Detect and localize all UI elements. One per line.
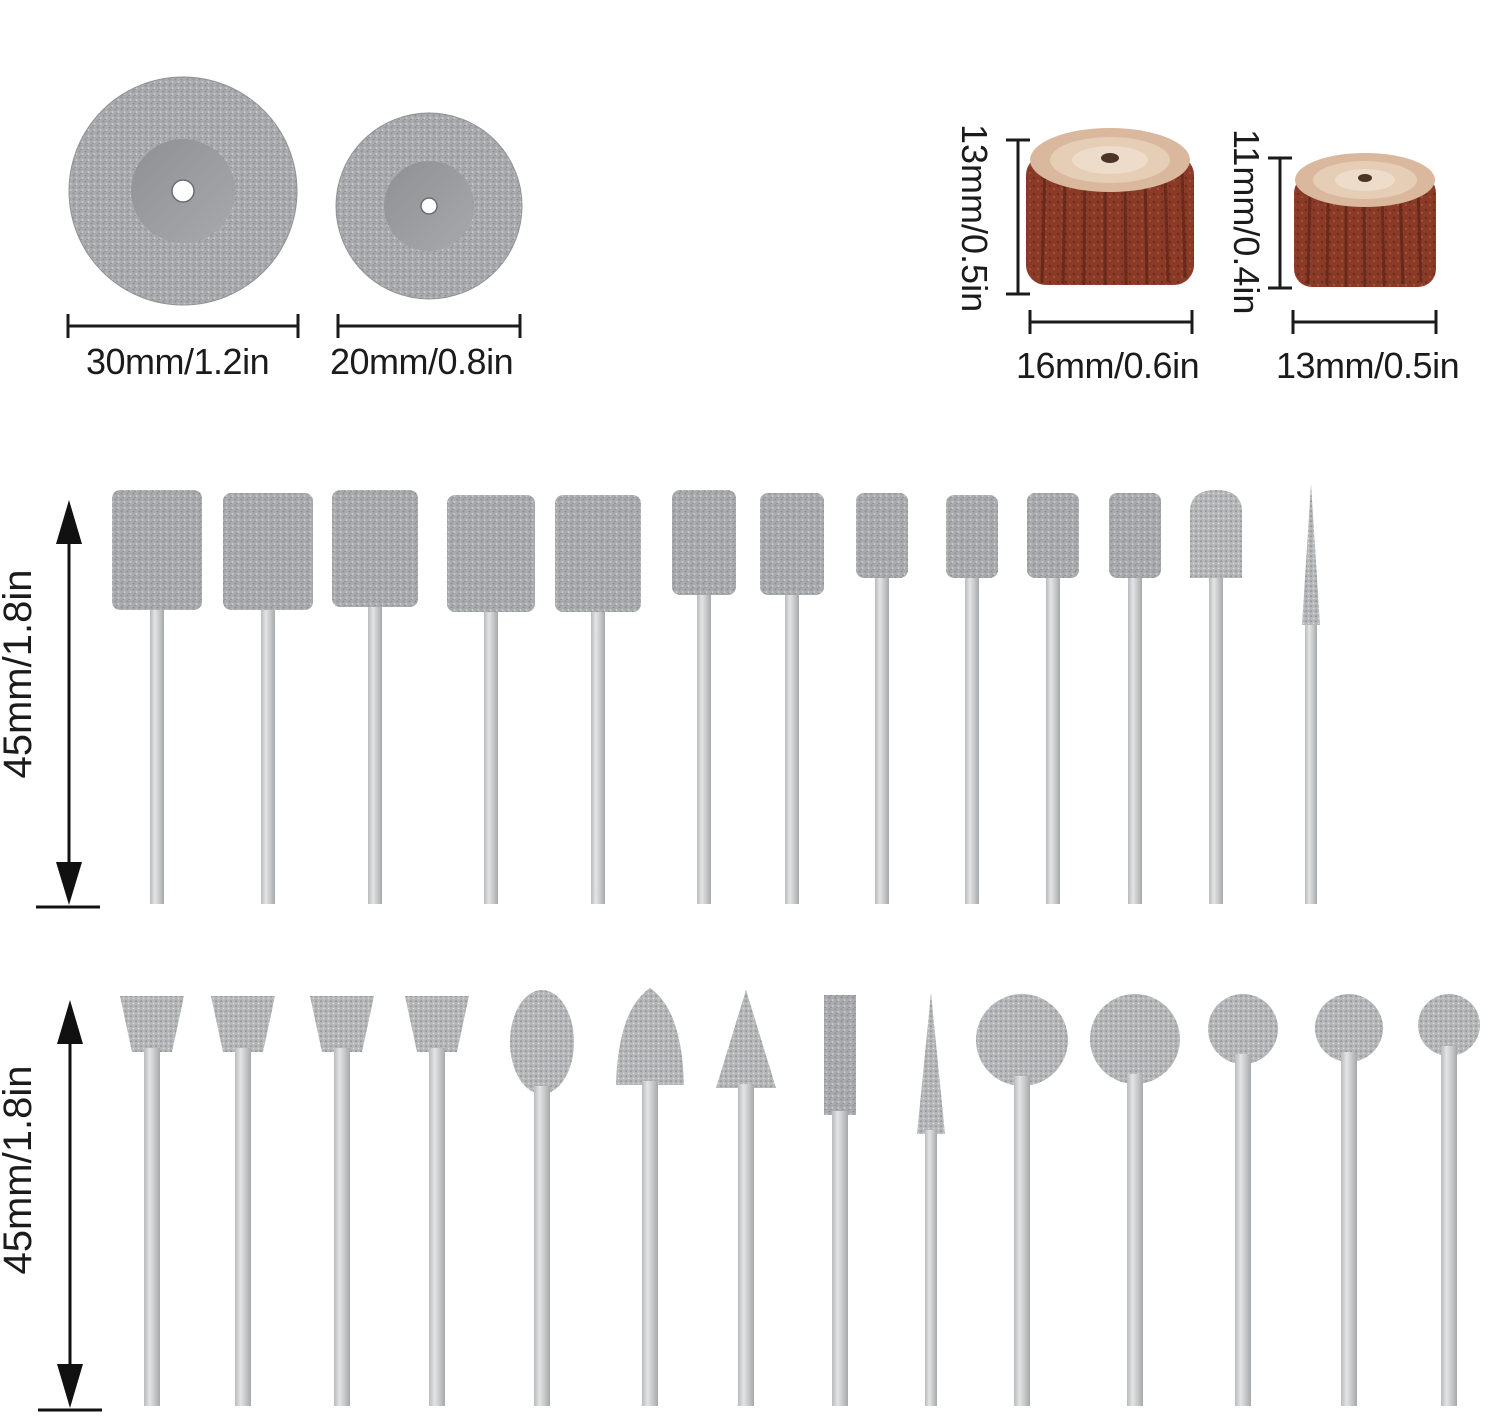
row1-bit-cylinder bbox=[332, 490, 418, 904]
row2-bit-ball bbox=[1315, 994, 1383, 1406]
row1-length-arrow bbox=[36, 500, 100, 909]
flap-wheel-large bbox=[1026, 128, 1194, 286]
row1-bit-cylinder bbox=[112, 490, 202, 904]
row1-bit-cylinder bbox=[946, 495, 998, 904]
row1-bit-cylinder bbox=[447, 495, 535, 904]
row1-bit-cylinder bbox=[760, 493, 824, 904]
row1-bit-cylinder bbox=[555, 495, 641, 904]
row1-bit-cylinder-rounded bbox=[1190, 490, 1242, 904]
flap-large-height-label: 13mm/0.5in bbox=[954, 124, 995, 313]
disc-large-width-label: 30mm/1.2in bbox=[86, 341, 270, 382]
row1-bit-cylinder bbox=[672, 490, 736, 904]
flap-wheel-small bbox=[1294, 153, 1436, 288]
disc-small-measure bbox=[336, 314, 522, 338]
row2-bit-thin-cylinder bbox=[824, 995, 856, 1406]
flap-large-height-measure bbox=[1006, 138, 1030, 296]
row2-bit-inverted-cone bbox=[120, 996, 184, 1406]
flap-large-width-measure bbox=[1028, 310, 1194, 334]
row1-length-label: 45mm/1.8in bbox=[0, 569, 40, 779]
row2-length-label: 45mm/1.8in bbox=[0, 1065, 40, 1275]
flap-small-height-label: 11mm/0.4in bbox=[1226, 129, 1267, 315]
row1-bit-needle bbox=[1302, 484, 1320, 904]
row2-bits bbox=[120, 988, 1480, 1406]
row1-bit-cylinder bbox=[1027, 493, 1079, 904]
row1-bit-cylinder bbox=[856, 493, 908, 904]
row2-bit-inverted-cone bbox=[211, 996, 275, 1406]
row2-bit-bullet bbox=[616, 988, 684, 1406]
flap-small-width-label: 13mm/0.5in bbox=[1276, 345, 1460, 386]
row2-bit-ball bbox=[1418, 994, 1480, 1406]
disc-small-width-label: 20mm/0.8in bbox=[330, 341, 514, 382]
flap-large-width-label: 16mm/0.6in bbox=[1016, 345, 1200, 386]
row2-bit-needle bbox=[917, 993, 945, 1406]
row2-bit-inverted-cone bbox=[310, 996, 374, 1406]
flap-small-width-measure bbox=[1291, 310, 1438, 334]
disc-large-measure bbox=[66, 314, 300, 338]
row2-bit-oval bbox=[510, 990, 574, 1406]
row2-length-arrow bbox=[38, 1000, 102, 1412]
row2-bit-ball bbox=[976, 994, 1068, 1406]
row1-bits bbox=[112, 484, 1320, 904]
row1-bit-cylinder bbox=[223, 493, 313, 904]
row1-bit-cylinder bbox=[1109, 493, 1161, 904]
row2-bit-inverted-cone bbox=[405, 996, 469, 1406]
row2-bit-cone bbox=[716, 990, 776, 1406]
row2-bit-ball bbox=[1208, 994, 1278, 1406]
row2-bit-ball bbox=[1090, 994, 1180, 1406]
flap-small-height-measure bbox=[1268, 156, 1292, 290]
